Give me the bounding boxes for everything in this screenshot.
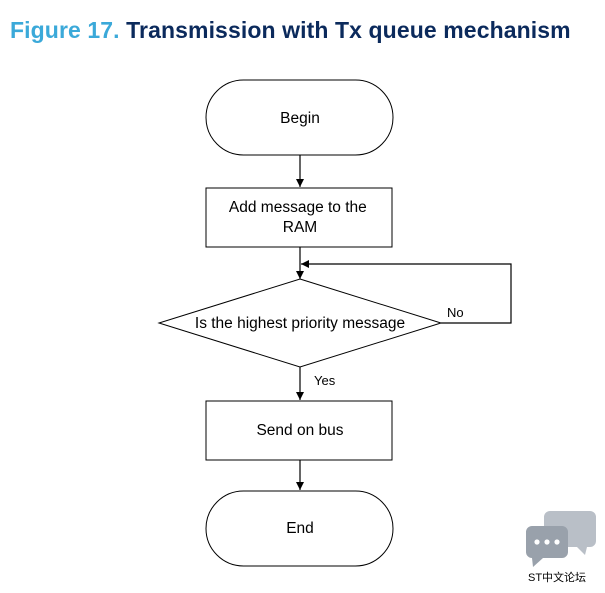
end-shape [205,490,394,567]
add-message-shape [205,187,393,248]
end-node: End [205,490,394,567]
watermark-text: ST中文论坛 [528,570,586,584]
figure-title: Figure 17. Transmission with Tx queue me… [10,17,571,44]
add-message-node: Add message to the RAM [205,187,393,248]
add-message-label: Add message to the RAM [229,199,371,236]
edge-label-no: No [447,305,464,320]
figure-caption: Transmission with Tx queue mechanism [126,17,571,43]
chat-bubbles-icon [526,511,596,567]
figure-number: Figure 17. [10,17,120,43]
add-message-label-line-1: Add message to the [229,199,367,216]
send-node: Send on bus [205,400,393,461]
arrow-no-loop [301,260,512,324]
end-label: End [286,520,314,537]
send-label: Send on bus [256,422,343,439]
begin-node: Begin [205,79,394,156]
decision-node: Is the highest priority message [157,278,443,368]
edge-label-yes: Yes [314,373,336,388]
begin-label: Begin [280,110,320,127]
send-shape [205,400,393,461]
add-message-label-line-2: RAM [283,219,317,236]
watermark: ST中文论坛 [526,511,596,584]
decision-label: Is the highest priority message [195,315,405,332]
